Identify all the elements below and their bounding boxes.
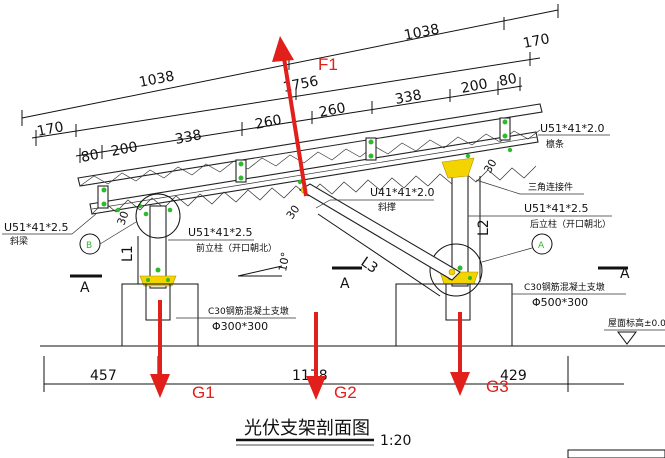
dim-170-left: 170 — [36, 119, 65, 140]
second-dimension-chain — [31, 52, 541, 146]
label-rear-pier-name: C30钢筋混凝土支墩 — [524, 281, 605, 293]
upper-rail — [77, 103, 543, 187]
dim-338-right: 338 — [394, 87, 423, 108]
dim-429: 429 — [500, 368, 527, 384]
label-front-pier-name: C30钢筋混凝土支墩 — [208, 305, 289, 317]
title-block-corner — [567, 449, 665, 458]
angle-30-mid: 30 — [284, 203, 303, 222]
detail-B-label: B — [86, 241, 92, 251]
force-F1-arrow — [272, 36, 308, 197]
drawing-scale: 1:20 — [380, 433, 411, 449]
bolt-markers — [101, 119, 513, 213]
dim-1038-top-right: 1038 — [403, 21, 441, 44]
angle-10: 10° — [276, 251, 292, 272]
height-L2: L2 — [476, 219, 492, 236]
label-rear-pier-size: Φ500*300 — [532, 296, 588, 309]
label-front-pier-size: Φ300*300 — [212, 320, 268, 333]
force-G1-label: G1 — [192, 383, 215, 402]
label-rear-col-profile: U51*41*2.5 — [524, 202, 589, 215]
force-G3-label: G3 — [486, 377, 509, 396]
force-G1-arrow — [150, 300, 170, 398]
dim-80-left: 80 — [80, 147, 101, 166]
purlin-clips — [97, 117, 511, 209]
front-column — [139, 205, 177, 289]
label-front-col-name: 前立柱（开口朝北） — [196, 242, 277, 254]
drawing-title: 光伏支架剖面图 — [244, 418, 370, 439]
label-purlin-profile: U51*41*2.0 — [540, 122, 605, 135]
front-node-detail-circle — [135, 193, 181, 239]
section-A-left: A — [80, 280, 90, 296]
force-G2-label: G2 — [334, 383, 357, 402]
label-beam-name: 斜梁 — [10, 235, 28, 247]
rear-node-detail-circle — [429, 243, 483, 297]
force-G3-arrow — [450, 312, 470, 396]
dim-338-left: 338 — [174, 127, 203, 148]
label-triangle-connector: 三角连接件 — [528, 181, 573, 193]
section-A-right: A — [620, 266, 630, 282]
dim-457: 457 — [90, 368, 117, 384]
dim-1038-left: 1038 — [138, 68, 176, 91]
dim-260-a: 260 — [254, 112, 283, 133]
third-dimension-chain — [75, 77, 523, 163]
height-L1: L1 — [120, 245, 136, 262]
dim-200-left: 200 — [110, 139, 139, 160]
label-rear-col-name: 后立柱（开口朝北） — [530, 218, 611, 230]
force-F1-label: F1 — [318, 55, 338, 74]
angle-30-left: 30 — [115, 209, 132, 227]
dim-80-right: 80 — [498, 71, 519, 90]
label-roof-level: 屋面标高±0.0 — [608, 317, 665, 329]
rear-pier — [395, 283, 513, 347]
dim-260-b: 260 — [318, 100, 347, 121]
dim-170-top-right: 170 — [522, 31, 551, 52]
label-brace-name: 斜撑 — [378, 201, 396, 213]
level-symbol — [617, 331, 637, 345]
label-brace-profile: U41*41*2.0 — [370, 186, 435, 199]
section-A-mid: A — [340, 276, 350, 292]
label-beam-profile: U51*41*2.5 — [4, 221, 69, 234]
tilt-angle-marker — [237, 265, 283, 277]
force-G2-arrow — [306, 312, 326, 400]
dim-1756: 1756 — [282, 73, 320, 96]
angle-30-right: 30 — [481, 157, 499, 176]
detail-A-label: A — [538, 241, 545, 251]
dim-200-right: 200 — [460, 76, 489, 97]
label-front-col-profile: U51*41*2.5 — [188, 226, 253, 239]
detail-A-circle — [531, 233, 553, 255]
label-purlin-name: 檩条 — [546, 138, 564, 150]
length-L3: L3 — [358, 254, 381, 277]
